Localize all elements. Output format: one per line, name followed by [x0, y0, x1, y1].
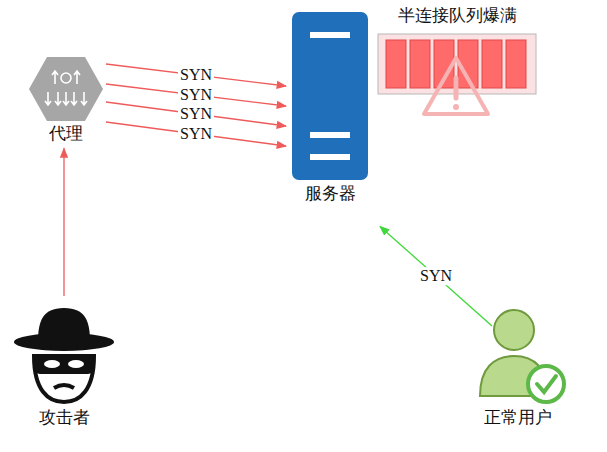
user-icon [480, 310, 564, 402]
node-label: 正常用户 [484, 406, 552, 430]
server-slot [310, 32, 350, 38]
proxy-hexagon [29, 57, 103, 121]
server-body [292, 12, 368, 180]
node-shape [462, 304, 574, 406]
connector-arrow [106, 84, 286, 106]
queue-slot [386, 40, 406, 88]
queue-slot [410, 40, 430, 88]
queue-node: 半连接队列爆满 [376, 4, 538, 118]
connector-arrow [380, 226, 492, 326]
node-shape [8, 298, 120, 406]
connector-arrow [106, 122, 286, 146]
queue-slot [482, 40, 502, 88]
node-shape [288, 10, 372, 182]
server-slot [310, 132, 350, 138]
proxy-arrows [45, 71, 87, 105]
edge-label: SYN [178, 105, 214, 123]
edge-label: SYN [178, 66, 214, 84]
node-label: 攻击者 [39, 406, 90, 430]
edge-label: SYN [178, 86, 214, 104]
node-label: 服务器 [305, 182, 356, 206]
queue-slot [506, 40, 526, 88]
proxy-node: 代理 [28, 56, 104, 146]
connector-arrow [63, 148, 64, 296]
node-label: 半连接队列爆满 [398, 4, 517, 28]
node-shape [376, 28, 538, 118]
attacker-node: 攻击者 [8, 298, 120, 430]
edge-label: SYN [178, 125, 214, 143]
connector-arrow [106, 64, 286, 86]
node-label: 代理 [49, 122, 83, 146]
server-slot [310, 154, 350, 160]
server-node: 服务器 [288, 10, 372, 206]
warning-sign [424, 58, 488, 114]
user-node: 正常用户 [462, 304, 574, 430]
edge-label: SYN [418, 267, 454, 285]
node-shape [28, 56, 104, 122]
attacker-icon [14, 308, 114, 402]
connector-arrow [106, 102, 286, 126]
